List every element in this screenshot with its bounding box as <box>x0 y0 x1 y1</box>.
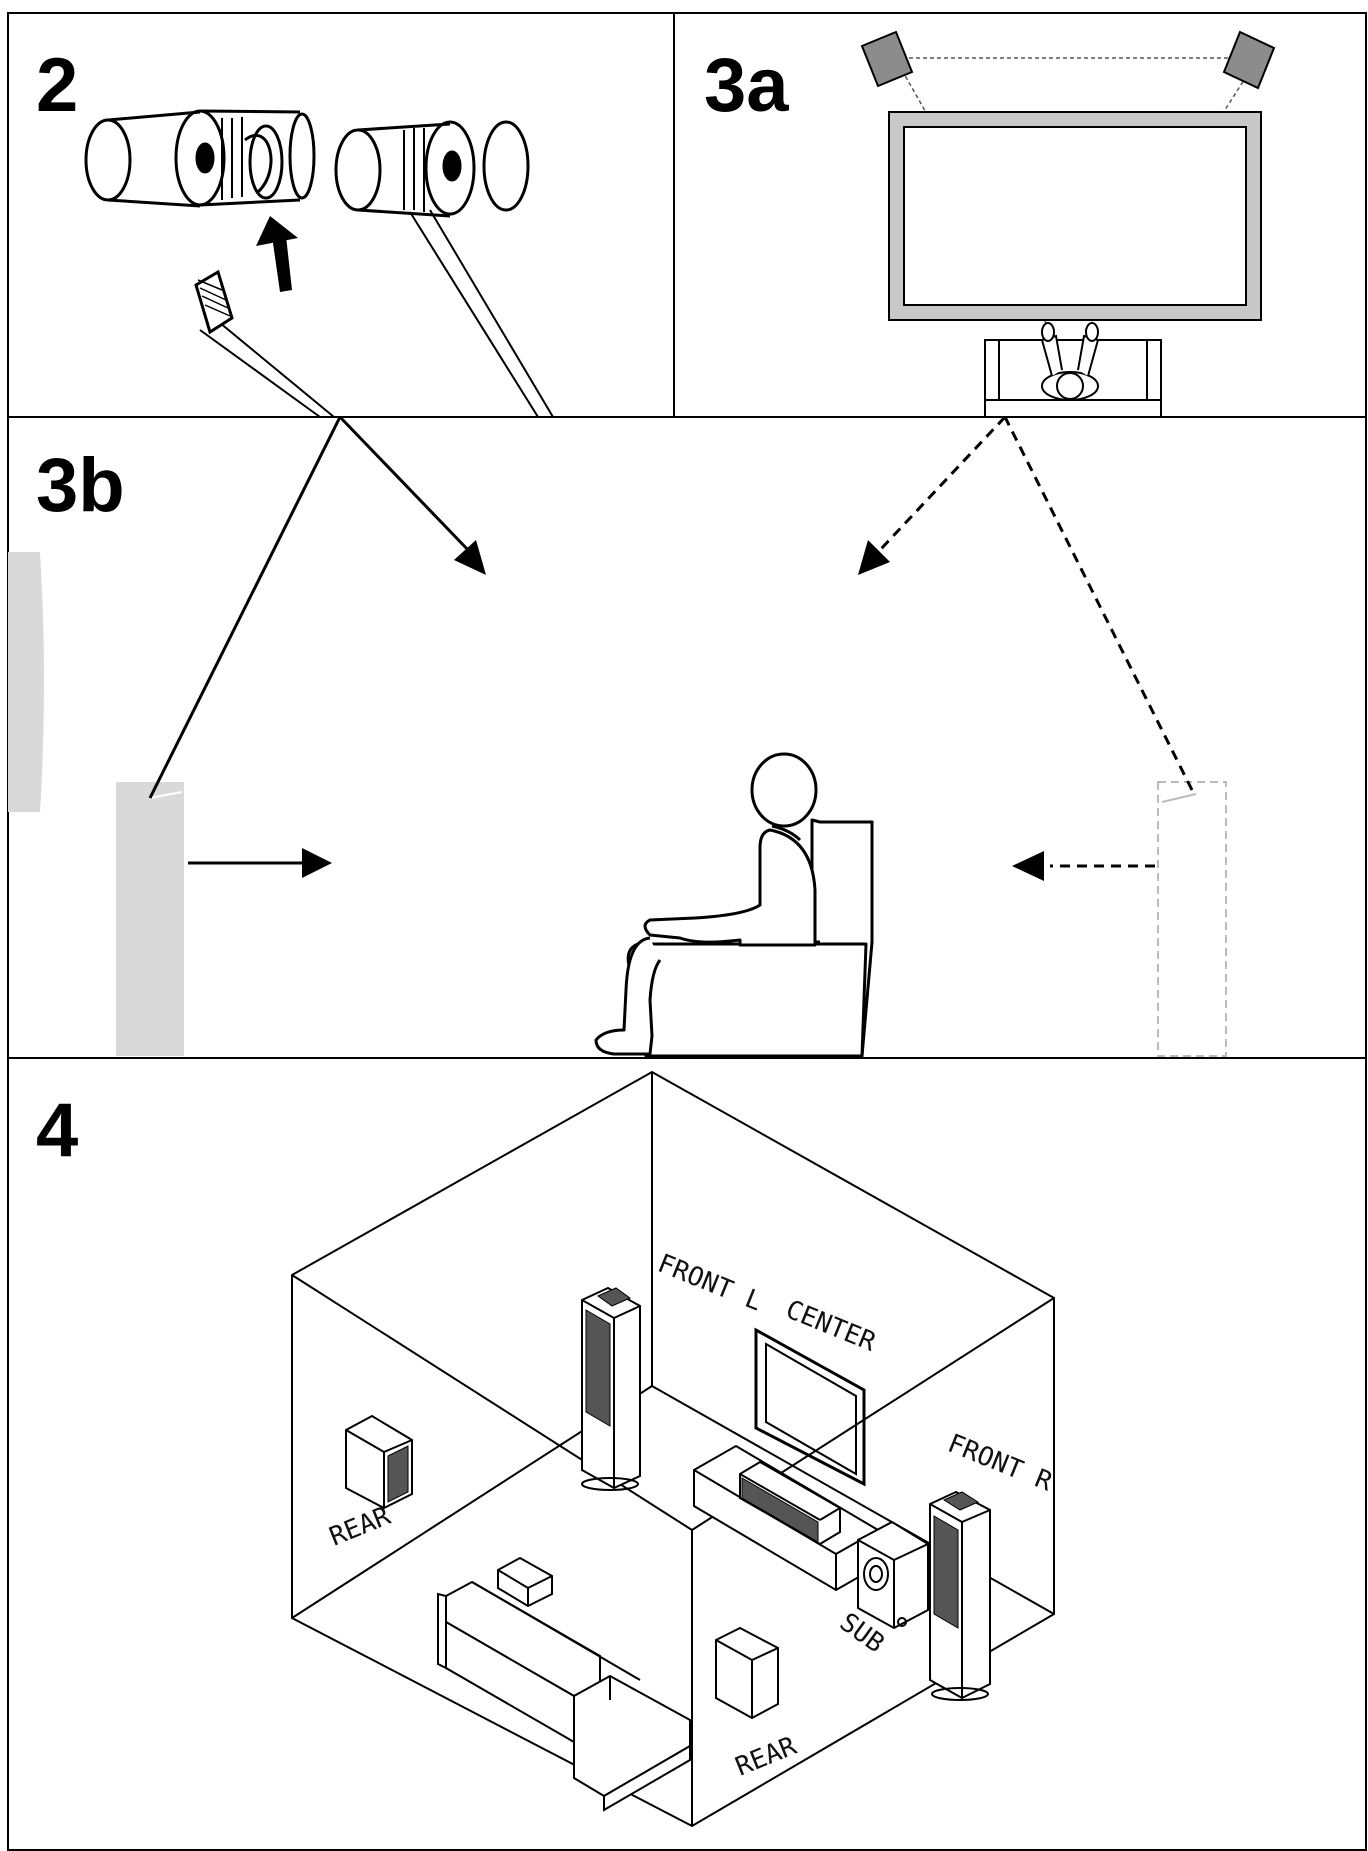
solid-arrows <box>148 415 486 878</box>
panel-frames <box>7 12 1367 1851</box>
speaker-wire-left <box>194 269 335 418</box>
panel-3a-top-view <box>860 30 1276 418</box>
panel-4-room-layout: FRONT L CENTER FRONT R REAR REAR SUB <box>291 1070 1057 1828</box>
dashed-arrows <box>878 415 1194 868</box>
rear-speaker-left <box>345 1414 413 1510</box>
binding-post-left <box>84 109 316 208</box>
panel-2-terminals <box>84 109 554 418</box>
panel-label-4: 4 <box>36 1088 79 1173</box>
sofa <box>437 1556 691 1812</box>
insert-arrow-up <box>256 216 298 292</box>
label-front-l: FRONT L <box>653 1249 766 1318</box>
label-rear-front: REAR <box>731 1731 801 1782</box>
label-front-r: FRONT R <box>943 1429 1056 1498</box>
front-speaker-side-solid <box>116 782 184 1056</box>
dashed-arrowheads <box>858 540 1044 881</box>
rear-speaker-front <box>715 1626 779 1720</box>
binding-post-right <box>334 120 530 218</box>
front-speaker-side-dashed <box>1157 781 1227 1057</box>
tv-screen-top <box>888 111 1262 321</box>
speaker-wire-right <box>409 209 554 418</box>
front-left-tower <box>581 1286 641 1491</box>
label-rear-left: REAR <box>325 1501 395 1552</box>
panel-label-3a: 3a <box>704 43 789 128</box>
center-speaker <box>739 1460 841 1546</box>
front-right-tower <box>929 1490 991 1701</box>
subwoofer <box>857 1520 929 1630</box>
panel-label-2: 2 <box>36 43 79 128</box>
front-speaker-right-top <box>1222 30 1276 90</box>
seated-listener <box>594 752 874 1058</box>
label-center: CENTER <box>781 1295 880 1358</box>
panel-label-3b: 3b <box>36 443 125 528</box>
tv-side-edge <box>8 552 44 812</box>
front-speaker-left-top <box>860 30 914 88</box>
tv-on-wall <box>754 1327 866 1487</box>
panel-3b-side-view <box>8 415 1227 1058</box>
listener-top <box>984 322 1162 418</box>
